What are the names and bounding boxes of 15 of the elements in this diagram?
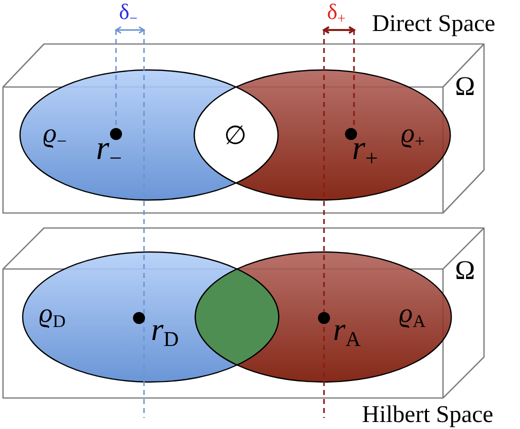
empty-set-symbol: ∅: [224, 123, 247, 149]
shift-label: δ$_{−}$: [119, 1, 138, 23]
point-label: r$_{+}$: [352, 132, 378, 166]
point-label: r$_{−}$: [96, 132, 122, 166]
rho-label: ϱ$_{+}$: [401, 120, 425, 147]
space-heading: Direct Space: [372, 12, 496, 36]
omega-label: Ω: [455, 73, 476, 100]
rho-label: ϱ$_{−}$: [43, 120, 67, 147]
point-label: r$_{D}$: [151, 313, 179, 345]
omega-label: Ω: [455, 257, 476, 284]
shift-label: δ$_{+}$: [327, 1, 346, 23]
rho-label: ϱ$_{D}$: [39, 300, 66, 327]
space-heading: Hilbert Space: [362, 403, 494, 427]
rho-label: ϱ$_{A}$: [399, 300, 426, 327]
point-label: r$_{A}$: [333, 313, 361, 345]
